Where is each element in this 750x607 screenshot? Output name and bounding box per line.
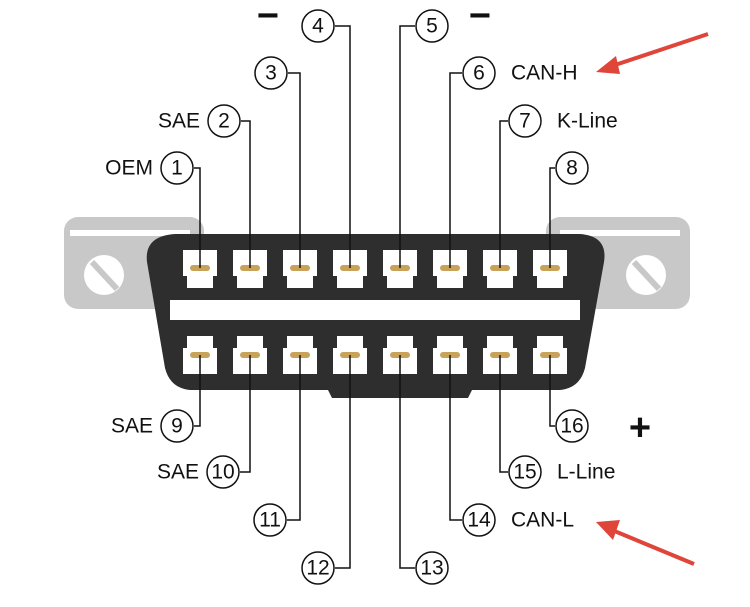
leader-line-14: [449, 355, 462, 521]
pin-number-circle-12: [301, 551, 335, 585]
pin-number-15: 15: [513, 461, 536, 484]
pin-number-circle-15: [508, 455, 542, 489]
pin-label-7: K-Line: [557, 110, 618, 133]
leader-line-7: [499, 120, 508, 268]
pin-number-16: 16: [560, 415, 583, 438]
pin-number-6: 6: [473, 62, 485, 85]
pin-number-circle-14: [462, 503, 496, 537]
leader-line-6: [449, 72, 462, 268]
pin-number-3: 3: [265, 62, 277, 85]
leader-line-13: [399, 355, 415, 569]
pin-number-5: 5: [426, 15, 438, 38]
pin-number-circle-2: [207, 104, 241, 138]
leader-line-15: [499, 355, 508, 473]
pin-number-circle-7: [508, 104, 542, 138]
leader-line-4: [335, 25, 351, 268]
leader-line-5: [399, 25, 415, 268]
pin-number-circle-1: [160, 151, 194, 185]
pin-number-14: 14: [467, 509, 491, 532]
pin-number-1: 1: [171, 157, 183, 180]
pin-label-1: OEM: [105, 157, 153, 180]
pin-label-9: SAE: [111, 415, 153, 438]
pin-number-circle-11: [253, 503, 287, 537]
pin-number-12: 12: [306, 557, 329, 580]
pin-label-2: SAE: [158, 110, 200, 133]
pin-number-circle-9: [160, 409, 194, 443]
pin-label-14: CAN-L: [511, 509, 574, 532]
pin-number-10: 10: [211, 461, 234, 484]
leader-line-8: [549, 167, 555, 268]
red-arrows: [596, 32, 709, 566]
pin-number-4: 4: [312, 15, 324, 38]
arrow-can-h-icon: [596, 56, 620, 74]
pin-number-circle-5: [415, 9, 449, 43]
pin-label-6: CAN-H: [511, 62, 578, 85]
pin-number-circle-4: [301, 9, 335, 43]
pin-label-15: L-Line: [557, 461, 615, 484]
leader-line-12: [335, 355, 351, 569]
pin-number-circle-13: [415, 551, 449, 585]
leader-line-1: [194, 167, 201, 268]
leader-line-11: [287, 355, 301, 521]
pin-number-13: 13: [420, 557, 443, 580]
arrow-can-l-icon: [596, 520, 620, 540]
pin-number-11: 11: [259, 509, 281, 532]
leader-line-10: [240, 355, 251, 473]
pin-number-circle-3: [254, 56, 288, 90]
leader-line-16: [549, 355, 555, 427]
pin-number-circle-16: [555, 409, 589, 443]
pin-label-10: SAE: [157, 461, 199, 484]
pin-number-circle-8: [555, 151, 589, 185]
pin-number-circle-10: [206, 455, 240, 489]
pin-number-circle-6: [462, 56, 496, 90]
leader-line-9: [194, 355, 201, 427]
pin-number-2: 2: [218, 110, 230, 133]
leader-line-2: [241, 120, 251, 268]
pin-number-8: 8: [566, 157, 578, 180]
leader-line-3: [288, 72, 301, 268]
pin-number-7: 7: [519, 110, 531, 133]
pin-number-9: 9: [171, 415, 183, 438]
